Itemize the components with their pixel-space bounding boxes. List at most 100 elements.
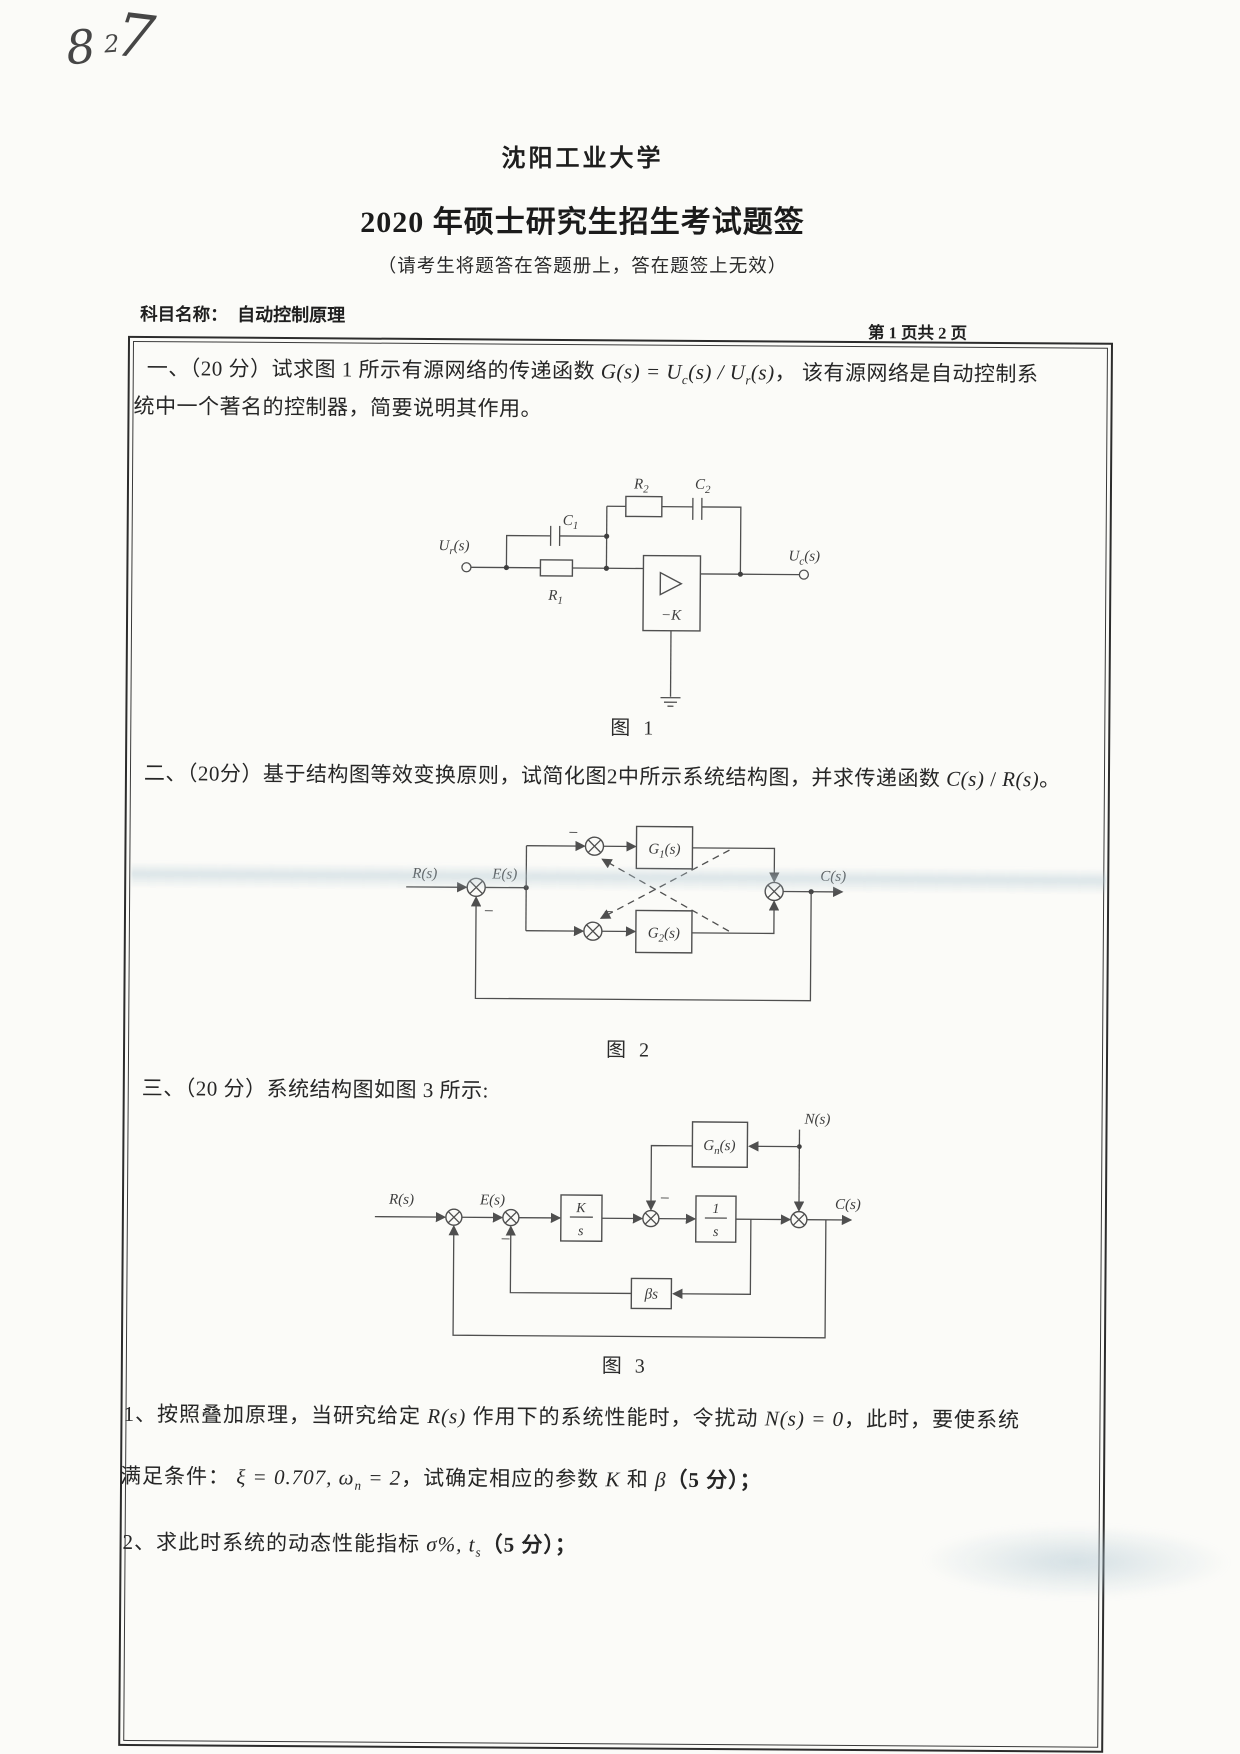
- summing-junction-3: [642, 1209, 660, 1228]
- question-2-line: 二、（20分）基于结构图等效变换原则，试简化图2中所示系统结构图，并求传递函数 …: [144, 757, 1061, 793]
- rate-feedback-in: [672, 1219, 752, 1300]
- figure-1-caption: 图 1: [610, 717, 658, 740]
- gn-block: [691, 1121, 749, 1168]
- output-terminal: [798, 569, 810, 580]
- sub-question-1-line-1: 1、按照叠加原理，当研究给定 R(s) 作用下的系统性能时，令扰动 N(s) =…: [123, 1398, 1020, 1434]
- ground-icon: [660, 696, 681, 707]
- formula-sigma: σ%,: [426, 1532, 463, 1557]
- minus-sign: −: [484, 901, 494, 920]
- formula-ns: N(s): [764, 1406, 805, 1431]
- c2-label: C2: [695, 477, 711, 496]
- summing-junction-output: [764, 881, 784, 902]
- formula-omega: ω: [338, 1465, 355, 1490]
- sub-q1-and: 和: [620, 1467, 656, 1492]
- figure-2-block-diagram: R(s) E(s) − G1(s) −: [406, 823, 846, 1002]
- sub-q1-text-mid: 作用下的系统性能时，令扰动: [466, 1404, 765, 1431]
- c-label: C(s): [820, 869, 846, 885]
- amp-gain-label: −K: [661, 608, 682, 624]
- gn-output-path: [645, 1144, 693, 1211]
- question-1-line-1: 一、（20 分）试求图 1 所示有源网络的传递函数 G(s) = Uc(s) /…: [147, 352, 1039, 390]
- question-2-text: 二、（20分）基于结构图等效变换原则，试简化图2中所示系统结构图，并求传递函数: [143, 761, 947, 791]
- gn-label: Gn(s): [703, 1138, 735, 1157]
- figure-3-block-diagram: R(s) E(s) − K s − 1: [374, 1112, 861, 1339]
- formula-c: C(s): [946, 766, 985, 791]
- sub-q1-condition-label: 满足条件：: [119, 1463, 237, 1489]
- summing-junction-4: [790, 1210, 808, 1229]
- sub-question-1-line-2: 满足条件： ξ = 0.707, ωn = 2，试确定相应的参数 K 和 β（5…: [120, 1460, 762, 1497]
- integrator-numerator: 1: [712, 1202, 719, 1217]
- summing-junction-g1: [584, 836, 605, 856]
- e-label: E(s): [491, 866, 517, 882]
- sub-q1-score: （5 分）；: [666, 1467, 762, 1493]
- minus-sign: −: [501, 1230, 511, 1249]
- e-label: E(s): [479, 1192, 505, 1208]
- feedback-path: [470, 891, 812, 1002]
- formula-end: (s): [750, 360, 775, 385]
- r1-label: R1: [547, 588, 563, 607]
- formula-k: K: [605, 1467, 621, 1492]
- input-terminal: [461, 562, 472, 573]
- sub-q2-score: （5 分）；: [481, 1532, 577, 1558]
- r2-label: R2: [633, 476, 649, 495]
- university-name: 沈阳工业大学: [501, 146, 664, 172]
- r-label: R(s): [388, 1192, 414, 1208]
- exam-note: （请考生将题答在答题册上，答在题签上无效）: [377, 257, 788, 277]
- sub-q1-text: 1、按照叠加原理，当研究给定: [123, 1401, 428, 1429]
- rate-feedback-out: [505, 1225, 632, 1295]
- c-label: C(s): [835, 1197, 861, 1213]
- k-numerator: K: [575, 1201, 586, 1216]
- formula-rs: R(s): [427, 1404, 467, 1429]
- ur-label: Ur(s): [438, 538, 469, 557]
- n-label: N(s): [804, 1112, 831, 1128]
- question-1-text: 一、（20 分）试求图 1 所示有源网络的传递函数: [146, 356, 601, 384]
- formula-ts: t: [462, 1532, 476, 1557]
- formula-r: R(s): [1002, 767, 1040, 792]
- question-1-line-2: 统中一个著名的控制器，简要说明其作用。: [133, 393, 543, 421]
- integrator-denominator: s: [713, 1225, 719, 1240]
- subject-value: 自动控制原理: [237, 304, 346, 326]
- amplifier-triangle-icon: [659, 571, 683, 596]
- question-3-heading: 三、（20 分）系统结构图如图 3 所示:: [141, 1076, 489, 1103]
- page-number-info: 第 1 页共 2 页: [868, 323, 968, 343]
- summing-junction-2: [502, 1208, 520, 1227]
- formula-omega-sub: n: [354, 1477, 363, 1493]
- figure-1-circuit: Ur(s) C1 R1 R2 C2: [438, 476, 820, 707]
- beta-s-label: βs: [644, 1287, 659, 1303]
- formula-beta: β: [654, 1467, 667, 1492]
- uc-label: Uc(s): [788, 549, 820, 568]
- formula-slash: /: [984, 766, 1003, 792]
- sub-q1-text-mid2: ，试确定相应的参数: [401, 1465, 606, 1492]
- formula-mid: (s) / U: [688, 359, 746, 385]
- capacitor-c2: [692, 497, 703, 520]
- outer-feedback-path: [448, 1219, 827, 1339]
- question-2-period: 。: [1039, 767, 1061, 792]
- sub-question-2-line: 2、求此时系统的动态性能指标 σ%, ts（5 分）；: [122, 1526, 577, 1561]
- minus-sign: −: [569, 823, 579, 842]
- g1-label: G1(s): [648, 842, 680, 861]
- summing-junction-1: [445, 1208, 463, 1226]
- formula-g: G(s) = U: [600, 359, 683, 384]
- subject-label: 科目名称：: [140, 304, 228, 325]
- formula-xi: ξ: [236, 1464, 247, 1489]
- question-1-text-after: ， 该有源网络是自动控制系: [774, 360, 1039, 387]
- g2-block: [635, 909, 693, 954]
- k-denominator: s: [578, 1224, 584, 1239]
- sub-q2-text: 2、求此时系统的动态性能指标: [122, 1529, 427, 1557]
- formula-eq-zero: = 0: [804, 1406, 845, 1431]
- resistor-r1: [539, 559, 574, 577]
- formula-omega-eq: = 2: [361, 1465, 402, 1490]
- cross-coupling-down: [599, 849, 730, 919]
- resistor-r2: [625, 495, 663, 518]
- g2-label: G2(s): [648, 926, 680, 945]
- formula-xi-eq: = 0.707,: [246, 1464, 339, 1490]
- figure-2-caption: 图 2: [605, 1039, 654, 1062]
- summing-junction-g2: [583, 921, 603, 941]
- r-label: R(s): [411, 866, 437, 882]
- figure-3-caption: 图 3: [601, 1355, 649, 1378]
- sub-q1-text-after: ，此时，要使系统: [843, 1406, 1021, 1433]
- c1-label: C1: [563, 513, 579, 532]
- exam-title: 2020 年硕士研究生招生考试题签: [360, 206, 805, 239]
- minus-sign: −: [660, 1189, 670, 1208]
